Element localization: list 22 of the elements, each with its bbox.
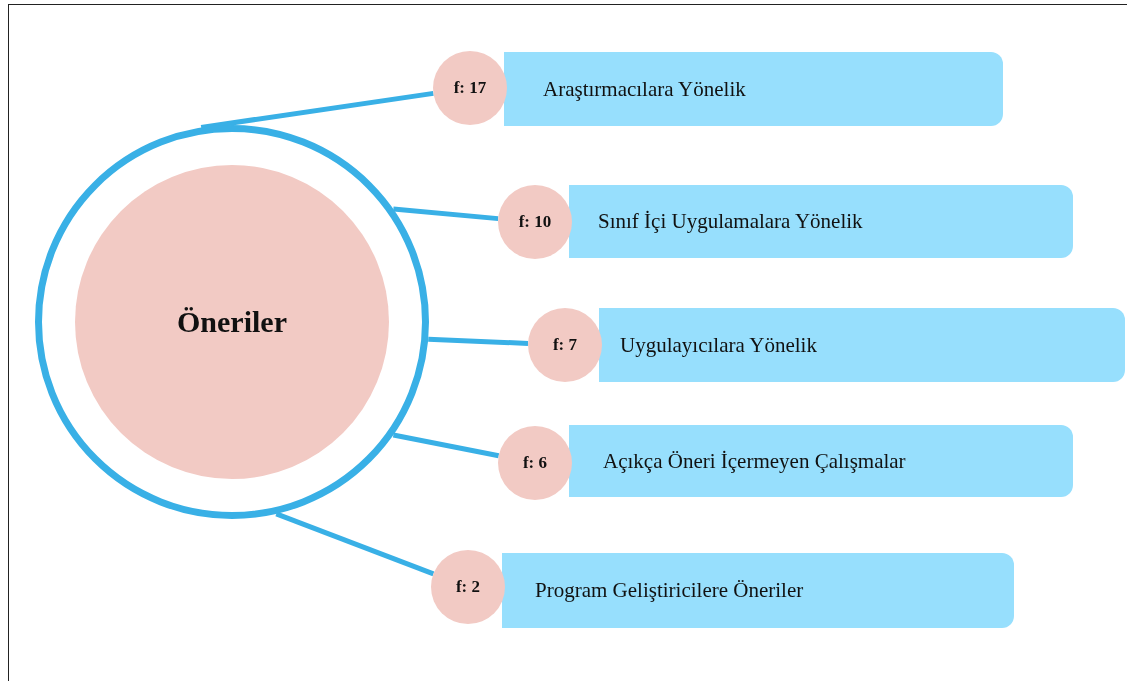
frequency-label: f: 2 bbox=[455, 577, 481, 597]
connector-line bbox=[392, 432, 500, 459]
connector-line bbox=[275, 511, 435, 577]
category-bar bbox=[569, 185, 1073, 258]
category-label: Araştırmacılara Yönelik bbox=[543, 76, 746, 102]
category-label: Program Geliştiricilere Öneriler bbox=[535, 578, 804, 603]
frequency-label: f: 17 bbox=[453, 78, 487, 98]
center-title: Öneriler bbox=[177, 305, 287, 339]
frequency-label: f: 6 bbox=[522, 453, 548, 473]
category-bar bbox=[569, 425, 1073, 497]
category-bar bbox=[502, 553, 1014, 628]
category-bar bbox=[599, 308, 1125, 382]
category-bar bbox=[504, 52, 1003, 126]
category-label: Açıkça Öneri İçermeyen Çalışmalar bbox=[603, 448, 906, 474]
connector-line bbox=[428, 336, 529, 346]
category-label: Uygulayıcılara Yönelik bbox=[620, 332, 817, 358]
connector-line bbox=[393, 206, 499, 222]
category-label: Sınıf İçi Uygulamalara Yönelik bbox=[598, 209, 863, 234]
frequency-label: f: 10 bbox=[518, 212, 552, 232]
frequency-label: f: 7 bbox=[552, 335, 578, 355]
central-ring bbox=[35, 125, 429, 519]
connector-line bbox=[200, 90, 434, 130]
